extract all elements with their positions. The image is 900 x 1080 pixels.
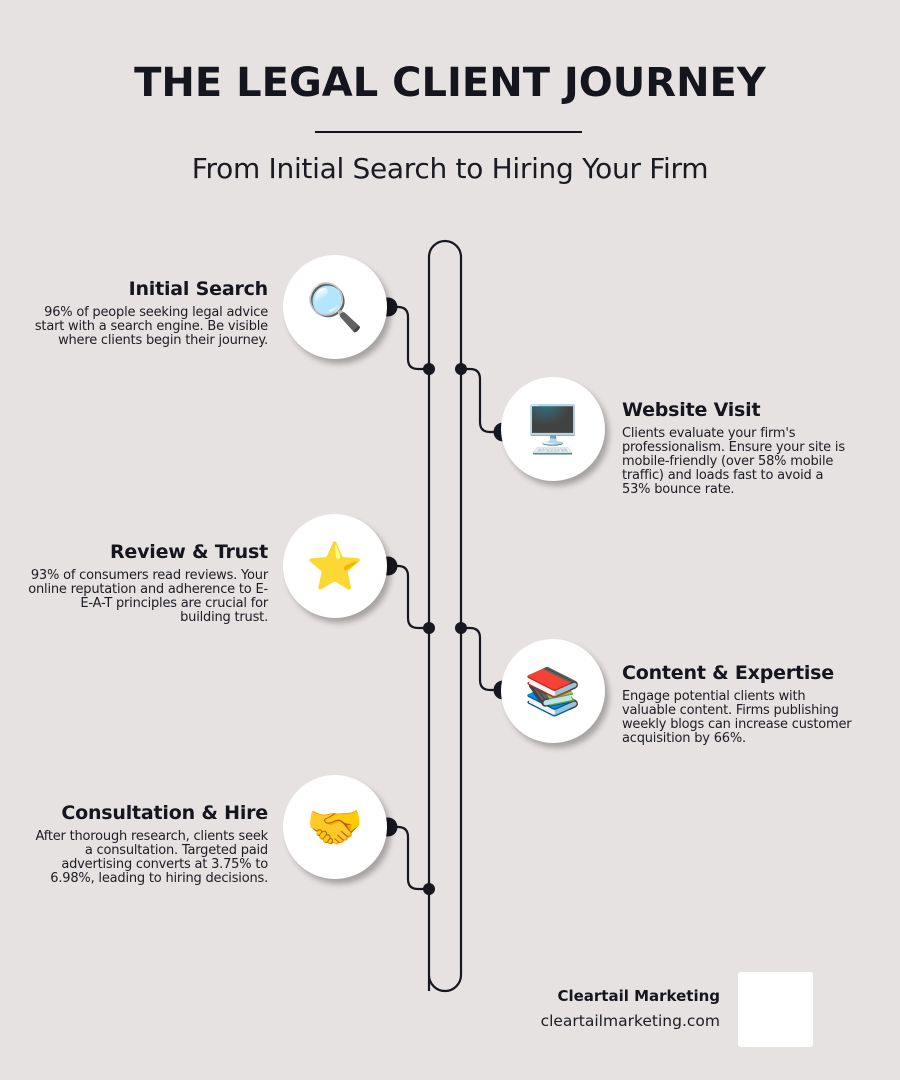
step-review-trust: Review & Trust 93% of consumers read rev… [28, 541, 268, 625]
step-description: 93% of consumers read reviews. Your onli… [28, 568, 268, 625]
step-description: Engage potential clients with valuable c… [622, 689, 852, 746]
footer-company-name: Cleartail Marketing [557, 987, 720, 1005]
step-description: After thorough research, clients seek a … [35, 829, 268, 886]
step-title: Initial Search [128, 278, 269, 300]
star-icon: ⭐ [306, 539, 364, 593]
step-description: 96% of people seeking legal advice start… [34, 305, 268, 348]
step-title: Website Visit [622, 399, 761, 421]
footer-website-link[interactable]: cleartailmarketing.com [540, 1012, 720, 1030]
step-title: Content & Expertise [622, 662, 834, 684]
company-logo-placeholder [738, 972, 813, 1047]
step-website-visit-circle: 🖥️ [501, 377, 605, 481]
step-initial-search: Initial Search 96% of people seeking leg… [28, 278, 268, 348]
step-consultation-hire-circle: 🤝 [283, 775, 387, 879]
magnifying-glass-icon: 🔍 [306, 280, 364, 334]
step-initial-search-circle: 🔍 [283, 255, 387, 359]
step-title: Consultation & Hire [61, 802, 268, 824]
step-review-trust-circle: ⭐ [283, 514, 387, 618]
step-consultation-hire: Consultation & Hire After thorough resea… [28, 802, 268, 886]
step-content-expertise-circle: 📚 [501, 639, 605, 743]
page-subtitle: From Initial Search to Hiring Your Firm [191, 152, 709, 185]
step-title: Review & Trust [109, 541, 268, 563]
books-icon: 📚 [524, 664, 582, 718]
step-description: Clients evaluate your firm's professiona… [622, 426, 845, 497]
step-website-visit: Website Visit Clients evaluate your firm… [622, 399, 847, 497]
desktop-computer-icon: 🖥️ [524, 402, 582, 456]
page-title: THE LEGAL CLIENT JOURNEY [134, 60, 766, 106]
step-content-expertise: Content & Expertise Engage potential cli… [622, 662, 852, 746]
title-divider [315, 131, 582, 133]
handshake-icon: 🤝 [306, 800, 364, 854]
